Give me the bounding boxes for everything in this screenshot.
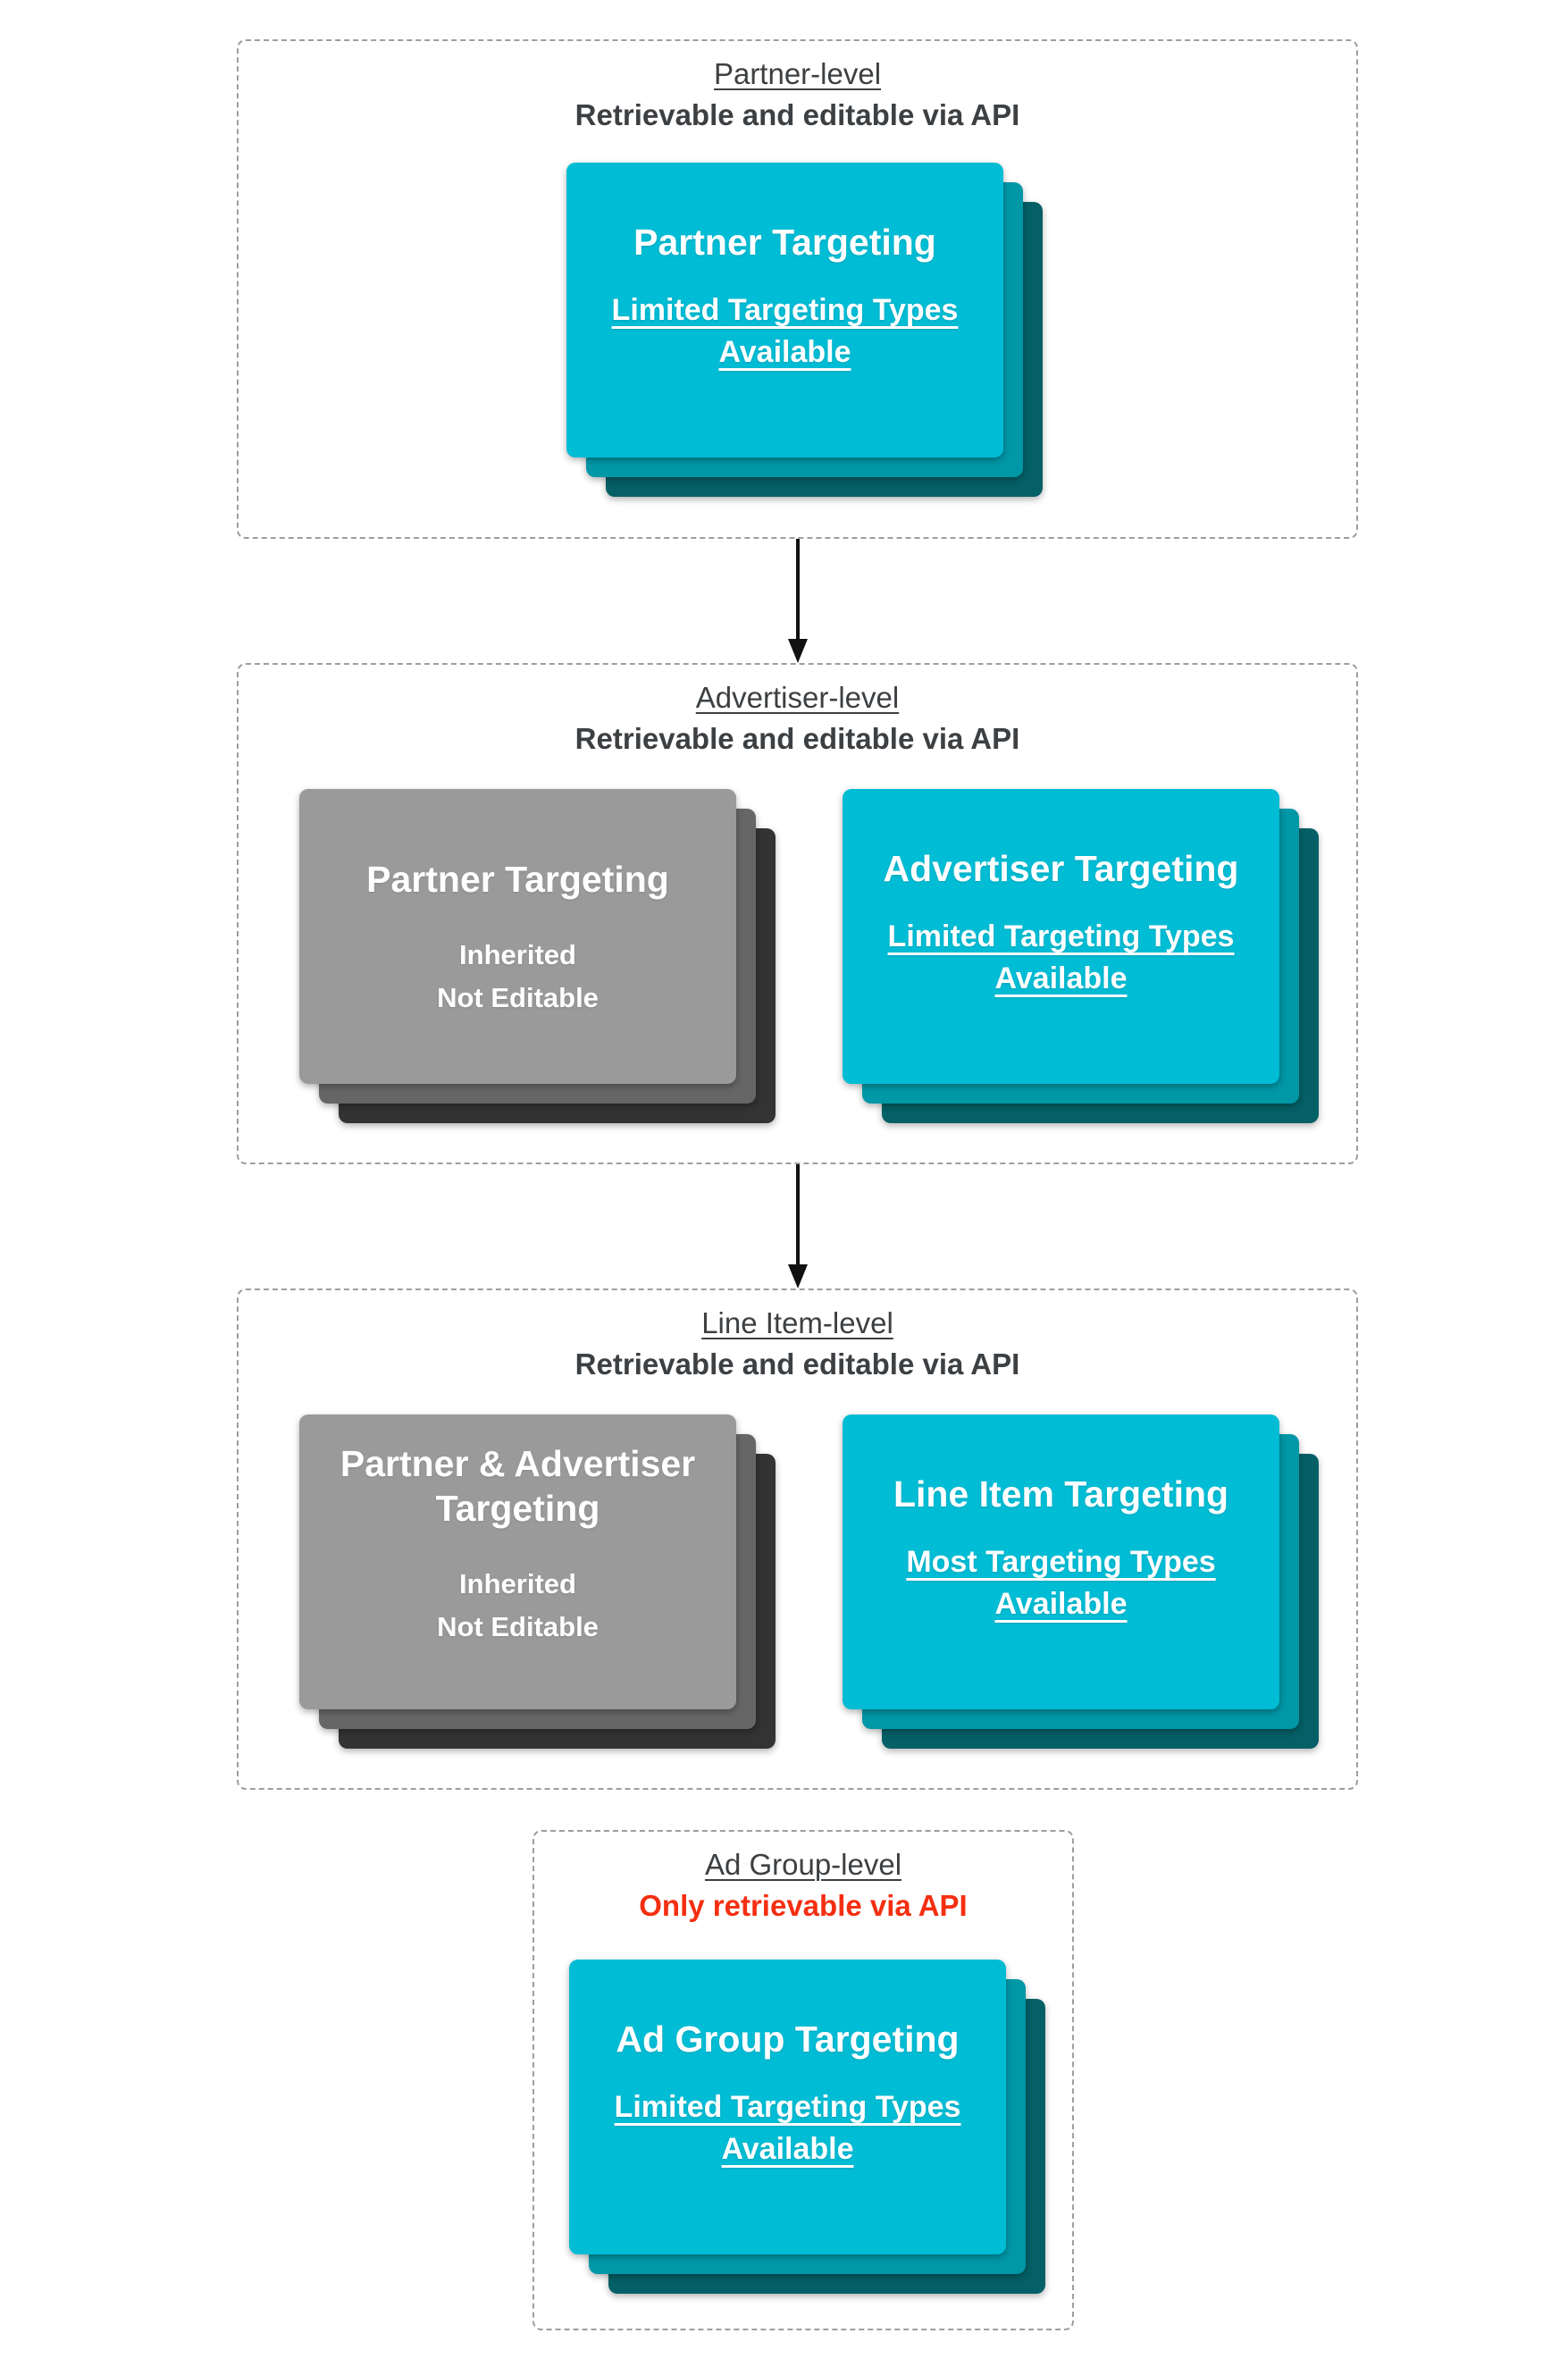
- section-header: Line Item-level Retrievable and editable…: [239, 1303, 1356, 1385]
- card-body-line: Limited Targeting Types: [887, 919, 1235, 953]
- section-title: Partner-level: [713, 57, 882, 90]
- card-body-line: Not Editable: [437, 982, 599, 1013]
- card-body: Inherited Not Editable: [424, 934, 611, 1020]
- section-header: Advertiser-level Retrievable and editabl…: [239, 677, 1356, 760]
- card-advertiser-targeting: Advertiser Targeting Limited Targeting T…: [843, 789, 1319, 1123]
- section-partner-level: Partner-level Retrievable and editable v…: [237, 39, 1358, 539]
- section-title: Ad Group-level: [704, 1848, 902, 1881]
- card-face: Partner Targeting Limited Targeting Type…: [566, 163, 1003, 457]
- card-title: Partner Targeting: [633, 222, 936, 263]
- section-title: Line Item-level: [701, 1306, 893, 1339]
- arrow-head-icon: [788, 639, 808, 663]
- card-body: Inherited Not Editable: [424, 1563, 611, 1649]
- card-inherited-partner-advertiser-targeting: Partner & Advertiser Targeting Inherited…: [299, 1414, 776, 1749]
- card-body-line: Most Targeting Types: [906, 1545, 1216, 1579]
- arrow-head-icon: [788, 1264, 808, 1288]
- card-title: Advertiser Targeting: [883, 848, 1239, 889]
- section-subtitle: Retrievable and editable via API: [574, 1347, 1020, 1381]
- card-title: Partner & Advertiser Targeting: [340, 1443, 696, 1529]
- card-body-line: Inherited: [459, 939, 576, 970]
- card-face: Line Item Targeting Most Targeting Types…: [843, 1414, 1279, 1709]
- card-face: Advertiser Targeting Limited Targeting T…: [843, 789, 1279, 1084]
- card-face: Partner & Advertiser Targeting Inherited…: [299, 1414, 736, 1709]
- section-header: Partner-level Retrievable and editable v…: [239, 54, 1356, 136]
- arrow-shaft: [796, 539, 800, 639]
- card-body-line: Available: [994, 961, 1128, 995]
- card-body-line: Inherited: [459, 1568, 576, 1599]
- card-body-line: Limited Targeting Types: [611, 293, 959, 327]
- section-advertiser-level: Advertiser-level Retrievable and editabl…: [237, 663, 1358, 1164]
- card-title: Partner Targeting: [366, 859, 669, 900]
- section-line-item-level: Line Item-level Retrievable and editable…: [237, 1288, 1358, 1790]
- section-ad-group-level: Ad Group-level Only retrievable via API …: [532, 1830, 1074, 2330]
- arrow-advertiser-to-line-item: [788, 1164, 808, 1288]
- card-ad-group-targeting: Ad Group Targeting Limited Targeting Typ…: [569, 1960, 1045, 2294]
- section-header: Ad Group-level Only retrievable via API: [534, 1844, 1072, 1926]
- card-body-line: Limited Targeting Types: [614, 2090, 961, 2124]
- card-body-line: Available: [721, 2132, 854, 2166]
- card-body: Limited Targeting Types Available: [602, 2086, 974, 2170]
- card-body-line: Not Editable: [437, 1611, 599, 1642]
- card-title: Ad Group Targeting: [616, 2019, 960, 2060]
- card-body: Most Targeting Types Available: [893, 1541, 1228, 1625]
- card-line-item-targeting: Line Item Targeting Most Targeting Types…: [843, 1414, 1319, 1749]
- card-body-line: Available: [994, 1587, 1128, 1621]
- card-partner-targeting: Partner Targeting Limited Targeting Type…: [566, 163, 1043, 497]
- section-subtitle: Retrievable and editable via API: [574, 98, 1020, 131]
- arrow-partner-to-advertiser: [788, 539, 808, 663]
- card-body-line: Available: [718, 335, 851, 369]
- card-body: Limited Targeting Types Available: [600, 290, 971, 374]
- card-face: Ad Group Targeting Limited Targeting Typ…: [569, 1960, 1006, 2254]
- section-subtitle: Retrievable and editable via API: [574, 722, 1020, 755]
- arrow-shaft: [796, 1164, 800, 1264]
- card-title: Line Item Targeting: [893, 1473, 1229, 1515]
- card-body: Limited Targeting Types Available: [876, 916, 1247, 1000]
- card-inherited-partner-targeting: Partner Targeting Inherited Not Editable: [299, 789, 776, 1123]
- card-face: Partner Targeting Inherited Not Editable: [299, 789, 736, 1084]
- section-subtitle: Only retrievable via API: [639, 1889, 968, 1922]
- section-title: Advertiser-level: [695, 681, 900, 714]
